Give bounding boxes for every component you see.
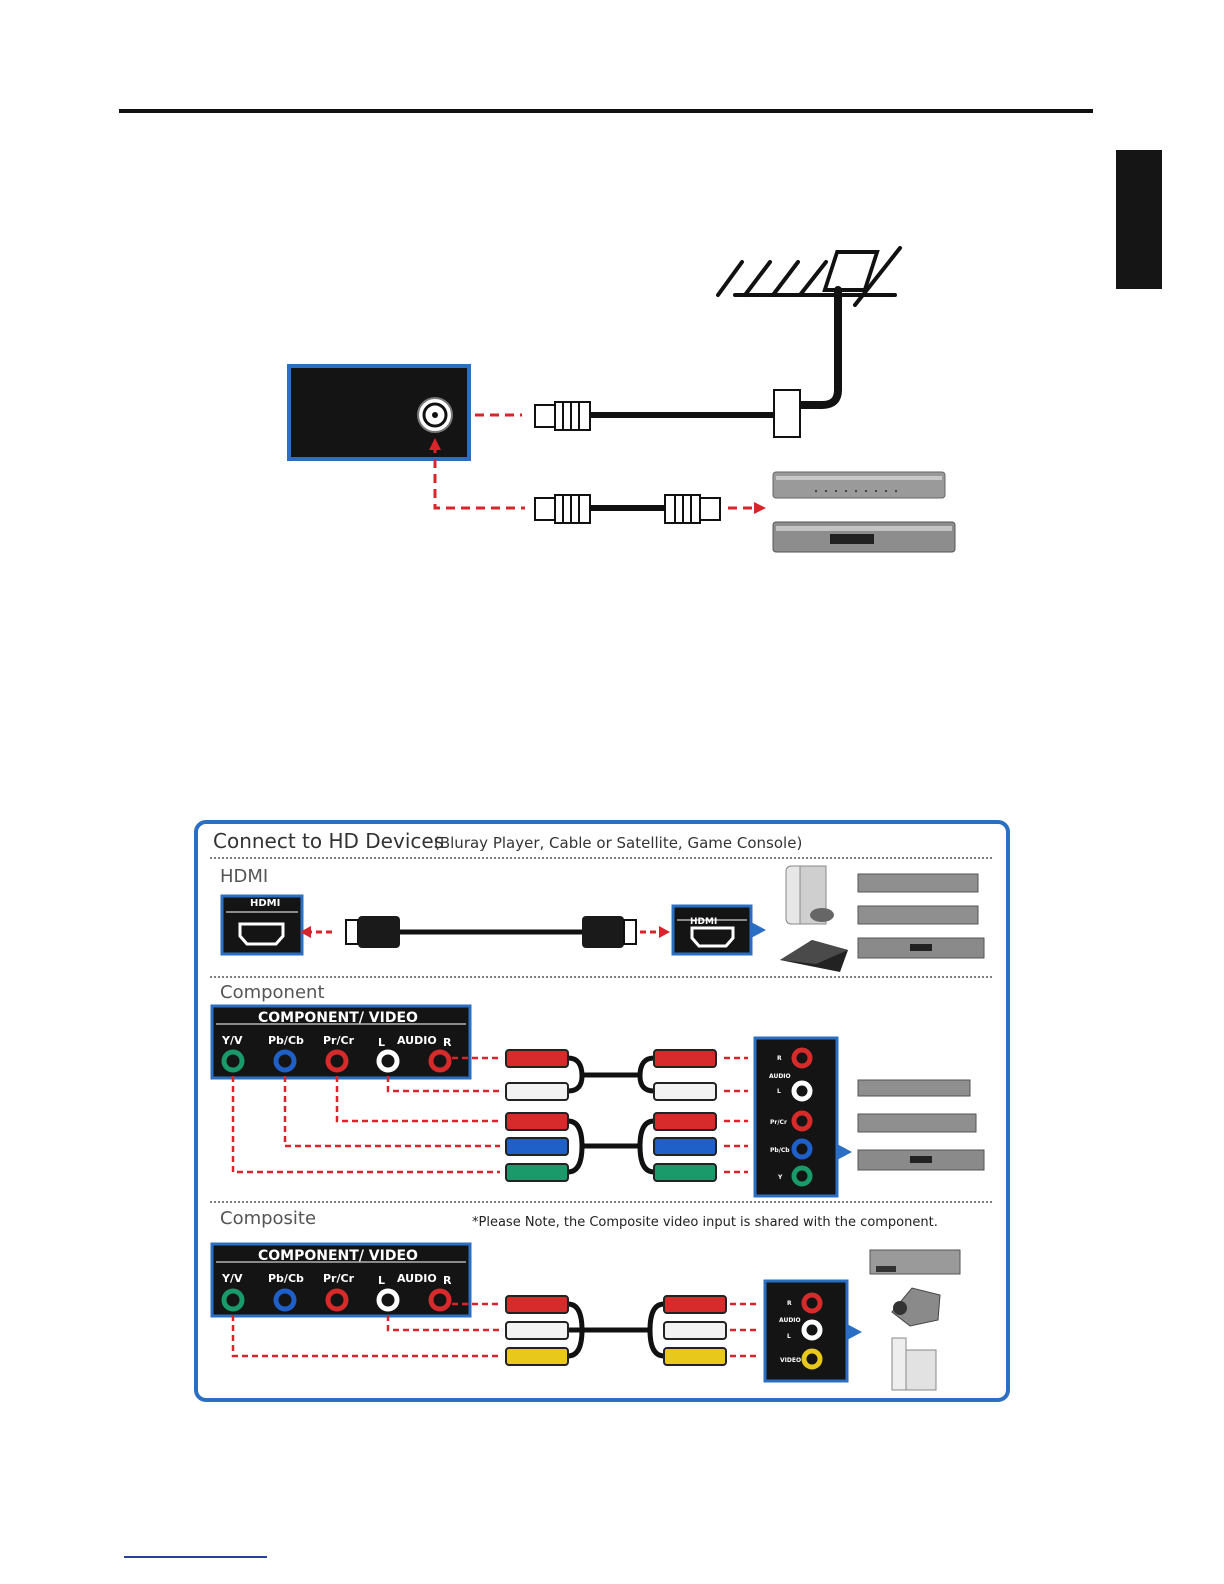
hdmi-section-label: HDMI (220, 866, 268, 887)
hd-devices-panel: HDMI HDMI COMPONENT/ VIDEO Y/V Pb/Cb Pr/… (194, 820, 1010, 1402)
hdmi-device-port (671, 904, 766, 956)
component-panel-title: COMPONENT/ VIDEO (258, 1010, 418, 1026)
arrow-rf-out (433, 444, 525, 510)
component-device-prcr: Pr/Cr (770, 1119, 787, 1126)
coax-cable-bottom (534, 494, 721, 524)
top-rule (119, 109, 1093, 113)
source-devices-component (857, 1079, 985, 1171)
component-device-y: Y (777, 1174, 783, 1181)
component-jack-r: R (443, 1036, 452, 1049)
composite-tv-jacks (210, 1242, 472, 1318)
component-section-label: Component (220, 982, 325, 1003)
component-tv-jacks (210, 1004, 472, 1080)
composite-jack-pbcb: Pb/Cb (268, 1272, 304, 1285)
game-console-image (780, 865, 848, 972)
composite-arrows (231, 1302, 758, 1358)
composite-section-label: Composite (220, 1208, 316, 1229)
hdmi-tv-port (220, 894, 304, 956)
component-device-l: L (777, 1088, 781, 1095)
component-device-r: R (777, 1055, 782, 1062)
component-arrows (231, 1056, 748, 1174)
composite-jack-r: R (443, 1274, 452, 1287)
composite-jack-prcr: Pr/Cr (323, 1272, 355, 1285)
composite-device-jacks (763, 1279, 862, 1383)
hdmi-port-label-right: HDMI (690, 917, 717, 927)
section-side-tab (1116, 150, 1162, 289)
composite-device-l: L (787, 1333, 791, 1340)
composite-device-r: R (787, 1300, 792, 1307)
component-jack-pbcb: Pb/Cb (268, 1034, 304, 1047)
set-top-box-image (772, 471, 946, 499)
antenna-icon (716, 246, 902, 409)
composite-note: *Please Note, the Composite video input … (472, 1215, 938, 1230)
source-devices-hdmi (857, 873, 985, 959)
component-device-pbcb: Pb/Cb (770, 1147, 790, 1154)
composite-cables (505, 1295, 727, 1366)
composite-device-audio: AUDIO (779, 1317, 801, 1324)
panel-title: Connect to HD Devices (213, 829, 444, 853)
source-devices-composite (869, 1249, 961, 1391)
component-device-audio: AUDIO (769, 1073, 791, 1080)
hdmi-port-label-left: HDMI (250, 898, 280, 909)
antenna-connection-diagram (287, 246, 956, 553)
composite-jack-l: L (378, 1274, 385, 1287)
coax-connector-top (534, 401, 591, 431)
component-jack-yv: Y/V (221, 1034, 243, 1047)
antenna-splitter (773, 389, 801, 438)
footer-link-underline (124, 1556, 267, 1558)
component-device-jacks (753, 1036, 852, 1198)
vcr-image (772, 521, 956, 553)
component-jack-prcr: Pr/Cr (323, 1034, 355, 1047)
component-cables (505, 1049, 717, 1182)
hdmi-cable (345, 916, 637, 948)
composite-jack-yv: Y/V (221, 1272, 243, 1285)
composite-jack-audio: AUDIO (397, 1272, 437, 1285)
composite-device-video: VIDEO (780, 1357, 801, 1364)
composite-panel-title: COMPONENT/ VIDEO (258, 1248, 418, 1264)
component-jack-l: L (378, 1036, 385, 1049)
component-jack-audio: AUDIO (397, 1034, 437, 1047)
panel-title-sub: (Bluray Player, Cable or Satellite, Game… (434, 834, 802, 852)
